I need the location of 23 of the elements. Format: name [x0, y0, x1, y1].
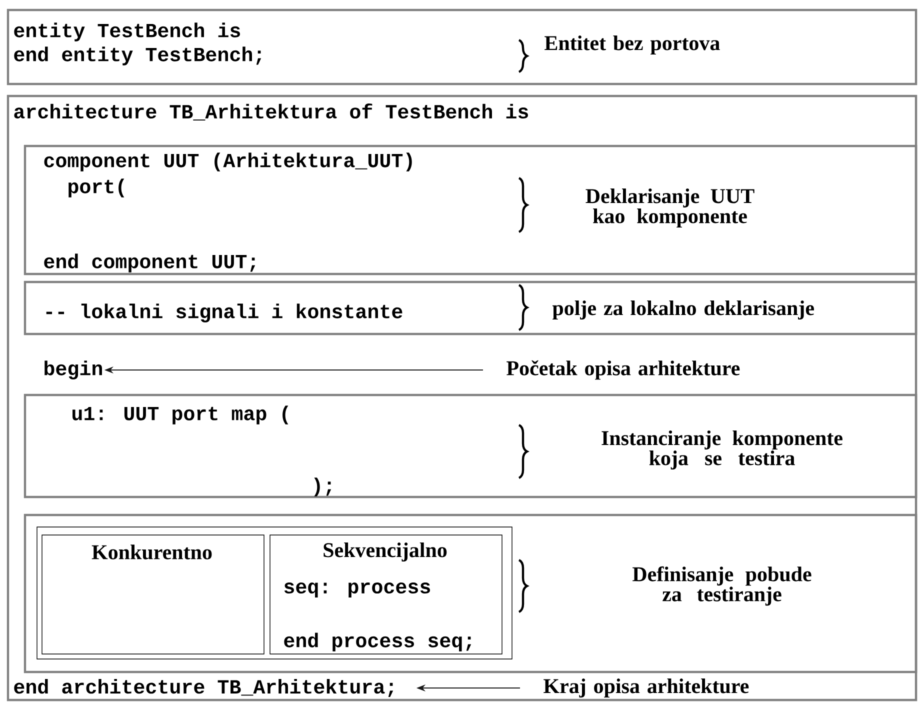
code-line: component UUT (Arhitektura_UUT) — [44, 152, 412, 172]
description-text: Konkurentno — [92, 544, 212, 560]
code-line: end architecture TB_Arhitektura; — [14, 679, 394, 698]
code-line: seq: process — [284, 582, 430, 598]
description-text: Definisanje pobude za testiranje — [632, 566, 812, 606]
code-line: ); — [314, 478, 332, 496]
code-line: -- lokalni signali i konstante — [46, 304, 402, 322]
description-text: Entitet bez portova — [544, 35, 720, 55]
code-line: entity TestBench is — [14, 22, 240, 42]
code-line: architecture TB_Arhitektura of TestBench is — [14, 104, 528, 120]
description-text: Početak opisa arhitekture — [506, 360, 740, 380]
code-line: end entity TestBench; — [14, 46, 262, 66]
code-line: u1: UUT port map ( — [72, 406, 288, 424]
frame-box — [36, 526, 512, 660]
description-text: Deklarisanje UUT kao komponente — [586, 188, 754, 228]
description-text: Sekvencijalno — [324, 542, 447, 562]
code-line: begin — [44, 360, 102, 380]
description-text: polje za lokalno deklarisanje — [552, 300, 814, 320]
description-text: Kraj opisa arhitekture — [544, 678, 749, 698]
code-line: end component UUT; — [44, 254, 256, 272]
code-line: port( — [68, 178, 124, 198]
code-line: end process seq; — [284, 632, 472, 652]
description-text: Instanciranje komponente koja se testira — [602, 430, 842, 470]
